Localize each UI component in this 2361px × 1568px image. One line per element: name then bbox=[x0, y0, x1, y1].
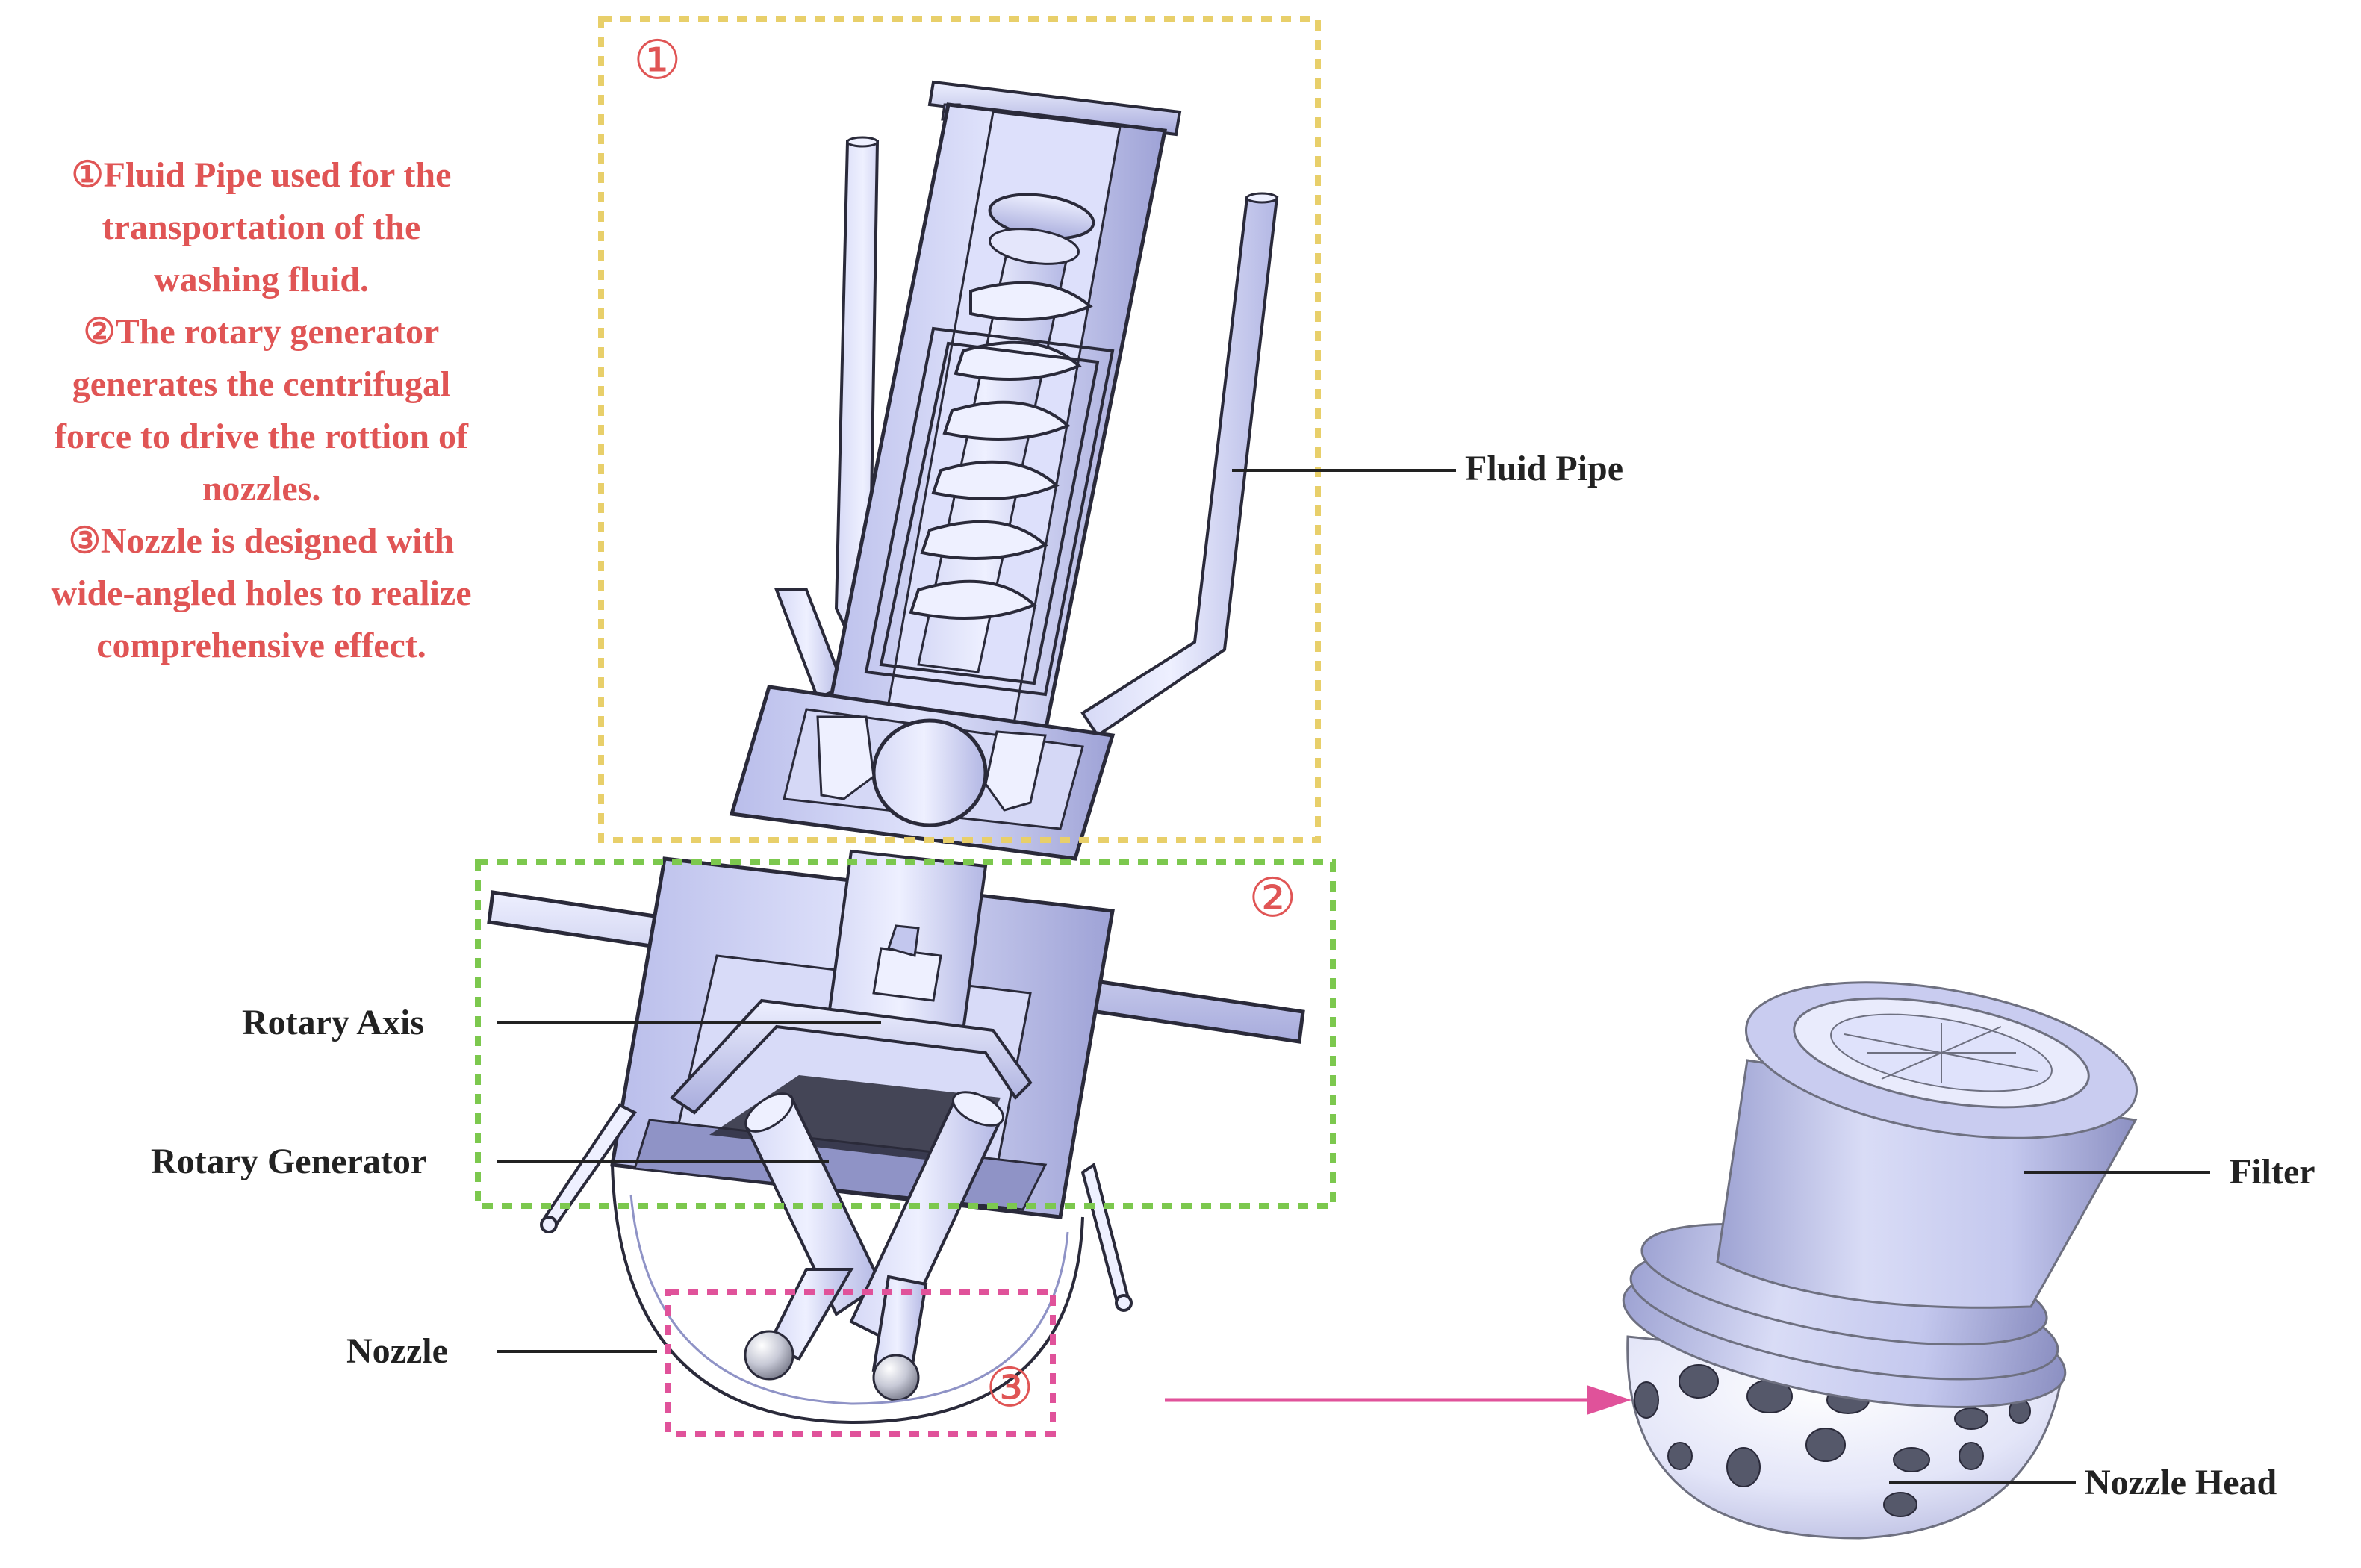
description-line: transportation of the bbox=[102, 208, 421, 247]
description-line: ①Fluid Pipe used for the bbox=[71, 155, 452, 195]
region-one-number: ① bbox=[633, 28, 682, 91]
description-block: ①Fluid Pipe used for the transportation o… bbox=[0, 149, 523, 672]
washer-mechanism bbox=[487, 80, 1305, 1425]
description-line: wide-angled holes to realize bbox=[51, 573, 472, 613]
description-line: ②The rotary generator bbox=[83, 312, 440, 352]
region-two-box bbox=[475, 859, 1336, 1209]
right-arrow-icon bbox=[1165, 1385, 1631, 1415]
side-pins bbox=[540, 1103, 1133, 1312]
description-line: comprehensive effect. bbox=[96, 626, 426, 665]
nozzle-head-assembly bbox=[1622, 981, 2138, 1540]
rotary-axis-label: Rotary Axis bbox=[242, 1003, 424, 1042]
description-line: nozzles. bbox=[202, 469, 321, 508]
region-two-number: ② bbox=[1248, 866, 1297, 929]
region-three-box bbox=[665, 1289, 1056, 1437]
left-guide-rod bbox=[774, 136, 898, 700]
description-line: washing fluid. bbox=[153, 260, 370, 299]
description-line: ③Nozzle is designed with bbox=[68, 521, 455, 561]
nozzle-label: Nozzle bbox=[346, 1331, 448, 1371]
dome-cover bbox=[611, 1164, 1084, 1425]
description-line: force to drive the rottion of bbox=[54, 417, 469, 456]
rotary-generator-label: Rotary Generator bbox=[151, 1142, 427, 1181]
spring-frame bbox=[864, 326, 1115, 697]
fluid-pipe-label: Fluid Pipe bbox=[1465, 449, 1624, 488]
nozzle-head-label: Nozzle Head bbox=[2085, 1463, 2277, 1502]
region-one-box bbox=[598, 16, 1321, 843]
rotary-axis-block bbox=[827, 849, 988, 1033]
leader-lines bbox=[497, 469, 2210, 1484]
description-line: generates the centrifugal bbox=[72, 364, 451, 404]
pipe-coupling bbox=[729, 685, 1116, 861]
filter-label: Filter bbox=[2230, 1152, 2315, 1192]
region-three-number: ③ bbox=[986, 1356, 1034, 1419]
filter-cylinder bbox=[1716, 981, 2138, 1309]
